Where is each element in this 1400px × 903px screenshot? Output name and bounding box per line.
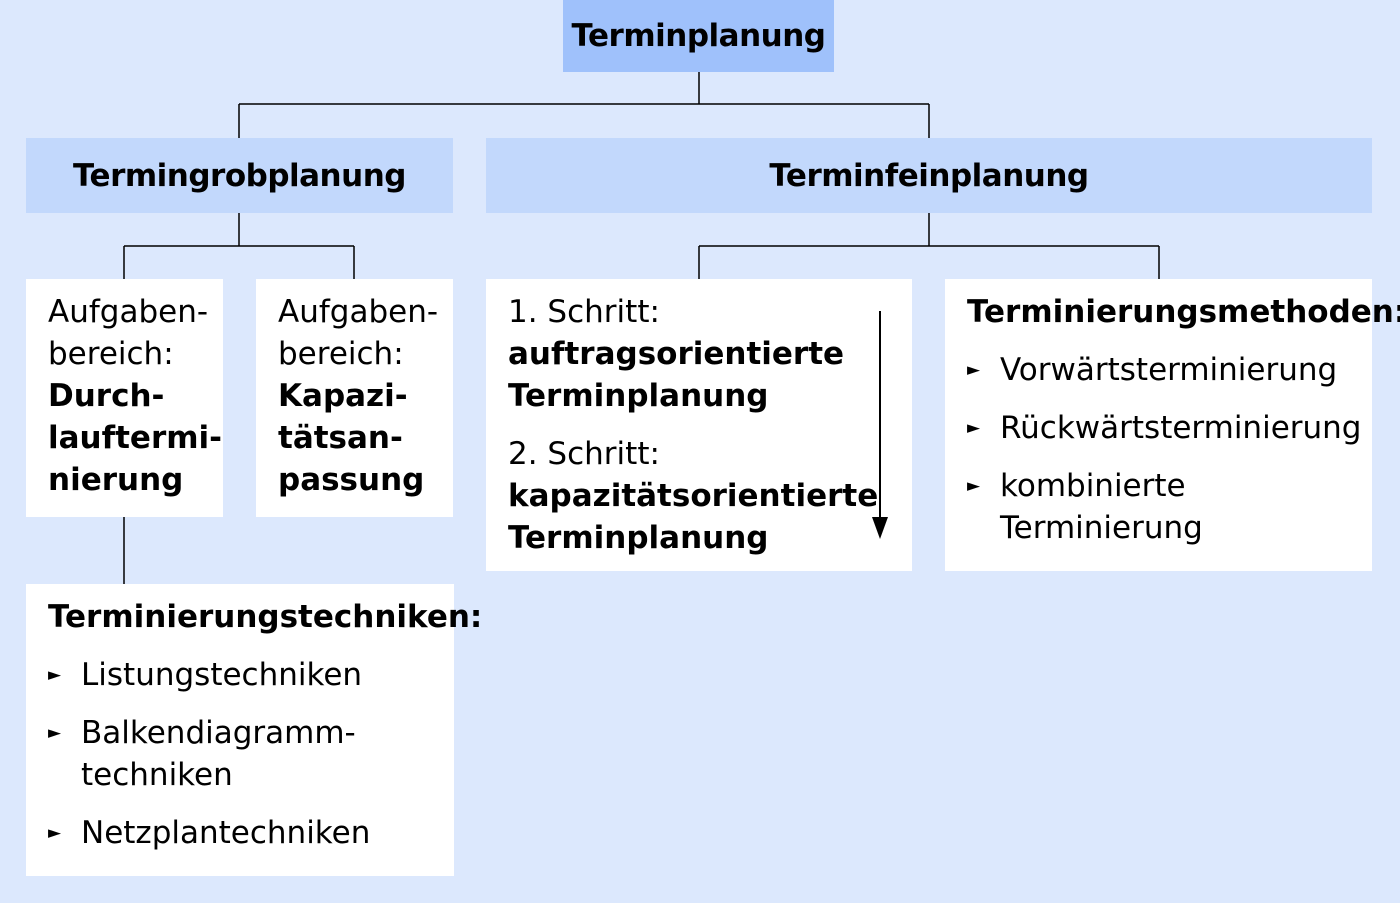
durchlauf-bold-3: nierung (48, 462, 184, 498)
list-item: ► kombinierte Terminierung (967, 465, 1372, 549)
list-item: ► Vorwärtsterminierung (967, 349, 1372, 391)
grob-label: Termingrobplanung (73, 157, 406, 194)
step-1-label: 1. Schritt: (508, 294, 660, 330)
step-1-bold-1: auftragsorientierte (508, 336, 845, 372)
fein-label: Terminfeinplanung (769, 157, 1089, 194)
kapazitaet-bold-2: tätsan- (278, 420, 403, 456)
durchlauf-box: Aufgaben- bereich: Durch- lauftermi- nie… (26, 279, 223, 517)
connector-root (238, 72, 930, 138)
step-2-bold-1: kapazitätsorientierte (508, 478, 879, 514)
triangle-right-icon: ► (48, 823, 62, 843)
aufgaben-line2: bereich: (278, 336, 404, 372)
list-item: ► Balkendiagramm- techniken (48, 712, 454, 796)
aufgaben-line1: Aufgaben- (278, 294, 439, 330)
list-item: ► Listungstechniken (48, 654, 454, 696)
step-2-bold-2: Terminplanung (508, 520, 769, 556)
triangle-right-icon: ► (967, 360, 981, 380)
kapazitaet-bold-1: Kapazi- (278, 378, 408, 414)
step-2: 2. Schritt: kapazitätsorientierte Termin… (508, 433, 912, 559)
triangle-right-icon: ► (48, 723, 62, 743)
aufgaben-line2: bereich: (48, 336, 174, 372)
methoden-title: Terminierungsmethoden: (967, 294, 1400, 330)
kapazitaet-bold-3: passung (278, 462, 425, 498)
root-label: Terminplanung (571, 18, 826, 54)
connector-fein (698, 213, 1160, 279)
durchlauf-bold-1: Durch- (48, 378, 165, 414)
list-item: ► Rückwärtsterminierung (967, 407, 1372, 449)
techniken-list: ► Listungstechniken ► Balkendiagramm- te… (48, 654, 454, 854)
triangle-right-icon: ► (967, 418, 981, 438)
techniken-title: Terminierungstechniken: (48, 599, 483, 635)
methoden-box: Terminierungsmethoden: ► Vorwärtstermini… (945, 279, 1400, 571)
techniken-box: Terminierungstechniken: ► Listungstechni… (26, 584, 483, 876)
schritte-box: 1. Schritt: auftragsorientierte Terminpl… (486, 279, 912, 571)
step-1: 1. Schritt: auftragsorientierte Terminpl… (508, 291, 912, 417)
list-item: ► Netzplantechniken (48, 812, 454, 854)
connector-grob (123, 213, 355, 279)
grob-node: Termingrobplanung (26, 138, 453, 213)
kapazitaet-box: Aufgaben- bereich: Kapazi- tätsan- passu… (256, 279, 453, 517)
aufgaben-line1: Aufgaben- (48, 294, 209, 330)
root-node: Terminplanung (563, 0, 834, 72)
durchlauf-bold-2: lauftermi- (48, 420, 223, 456)
arrow-down-icon (872, 311, 888, 539)
triangle-right-icon: ► (48, 665, 62, 685)
step-2-label: 2. Schritt: (508, 436, 660, 472)
methoden-list: ► Vorwärtsterminierung ► Rückwärtstermin… (967, 349, 1372, 549)
fein-node: Terminfeinplanung (486, 138, 1372, 213)
step-1-bold-2: Terminplanung (508, 378, 769, 414)
triangle-right-icon: ► (967, 476, 981, 496)
